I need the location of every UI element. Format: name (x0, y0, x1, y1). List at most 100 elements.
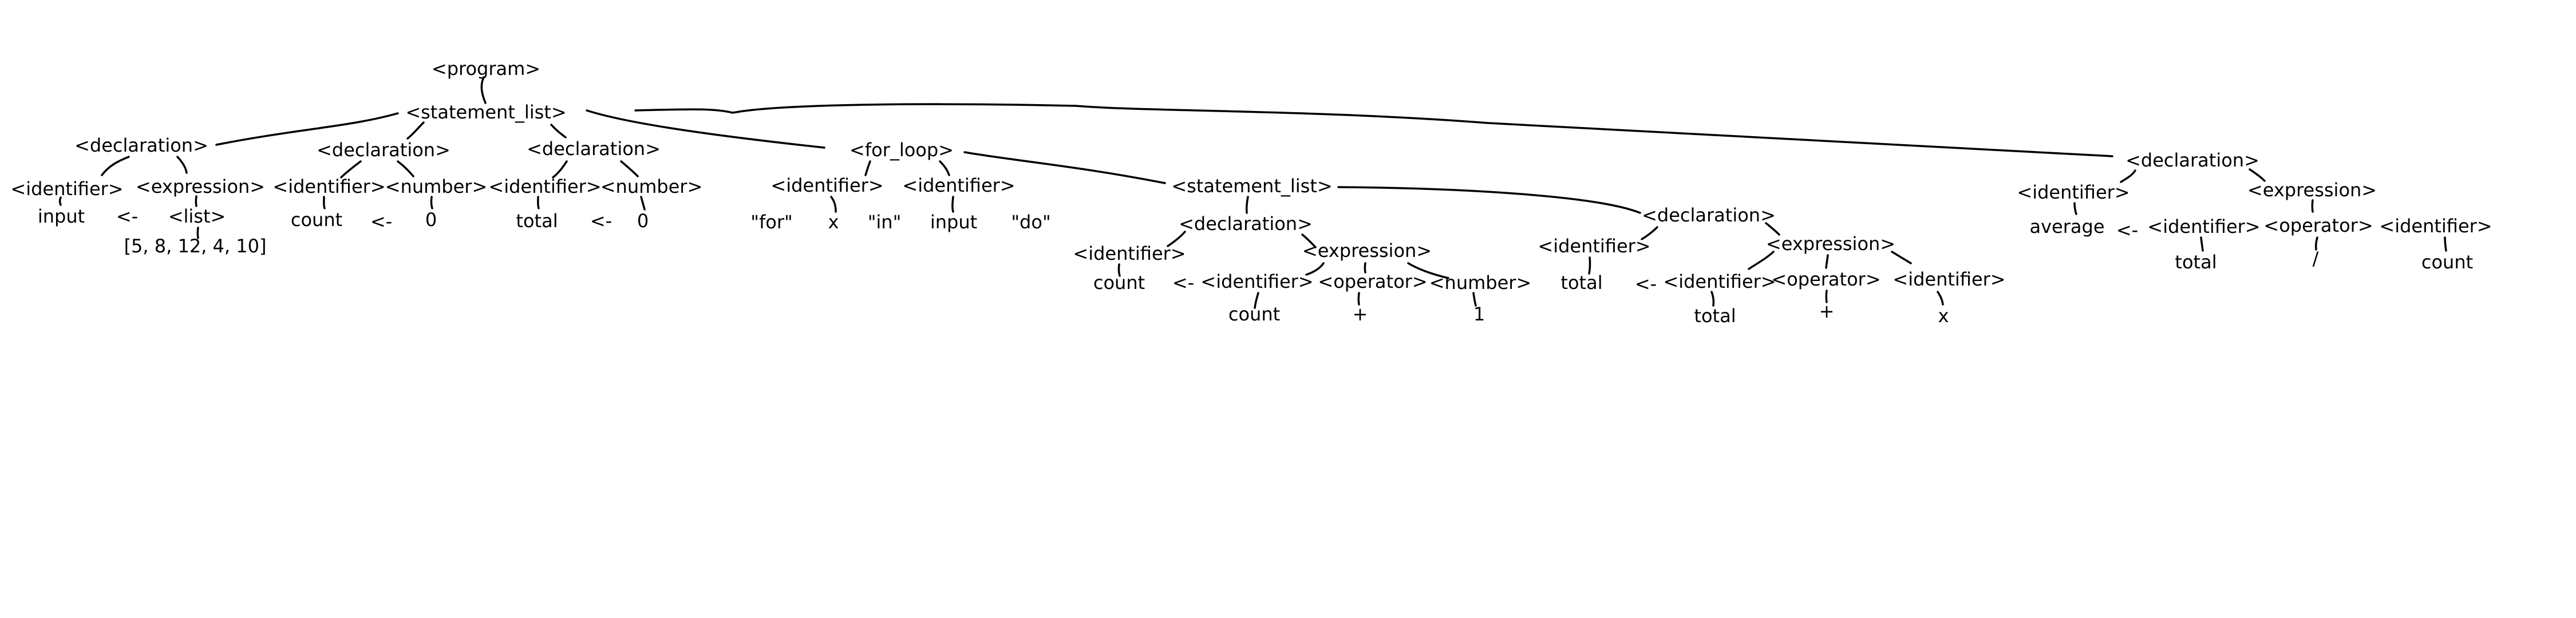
node-decl-b-name: total (1560, 272, 1602, 294)
edge-for-loop-statement-list (963, 151, 1166, 184)
edge-expr-a-identifier-count (1254, 292, 1259, 309)
edge-statement-list-for-loop (586, 109, 825, 149)
node-decl3-arrow: <- (590, 210, 612, 232)
node-expr-4-operator: <operator> (2263, 215, 2373, 236)
edge-decl3-number (620, 160, 639, 177)
node-decl2-identifier: <identifier> (272, 176, 385, 197)
edge-expr-b-operator-plus (1825, 290, 1828, 303)
edge-decl1-list-value (196, 227, 199, 239)
node-expr-a-number-value: 1 (1473, 303, 1485, 325)
edge-expr-b-identifier (1748, 251, 1775, 270)
node-decl-a-arrow: <- (1172, 272, 1194, 294)
edge-decl-b-identifier-total (1588, 256, 1591, 275)
node-expr-4-identifier: <identifier> (2147, 216, 2260, 237)
node-program: <program> (432, 58, 540, 80)
node-for-var-name: x (828, 211, 839, 233)
edge-decl3-number-value (640, 196, 646, 211)
edge-statement-list-decl3 (550, 124, 567, 138)
node-decl2-number: <number> (385, 176, 488, 197)
node-inner-statement-list: <statement_list> (1171, 175, 1332, 197)
node-statement-list: <statement_list> (405, 101, 566, 123)
edge-decl2-identifier (340, 160, 362, 179)
node-expr-4-identifier-name: total (2175, 251, 2217, 273)
node-decl1-list-value: [5, 8, 12, 4, 10] (124, 235, 267, 257)
node-expr-4-identifier-2: <identifier> (2379, 215, 2492, 237)
node-decl1-expression: <expression> (136, 176, 265, 197)
node-for-iter-identifier: <identifier> (902, 175, 1015, 196)
edge-decl2-identifier-count (323, 196, 326, 209)
node-decl2: <declaration> (317, 139, 451, 161)
edge-expr-a-operator-plus (1357, 292, 1360, 306)
edge-expr-4-identifier-total (2200, 236, 2204, 252)
edge-statement-list-decl1 (215, 112, 399, 146)
node-decl1: <declaration> (74, 134, 208, 156)
node-in-keyword: "in" (868, 211, 902, 233)
node-decl-a-name: count (1093, 272, 1145, 294)
node-expr-b-operator: <operator> (1771, 268, 1880, 290)
edge-inner-stmt-list-decl-b (1337, 186, 1641, 214)
node-expr-4-op: / (2313, 248, 2319, 270)
node-for-iter-name: input (930, 211, 977, 233)
edge-decl2-number (397, 160, 414, 177)
node-expr-a-op: + (1353, 303, 1368, 325)
node-for-var-identifier: <identifier> (771, 175, 883, 196)
node-decl-b-expression: <expression> (1766, 233, 1895, 255)
node-decl3-number: <number> (600, 176, 703, 197)
edge-decl1-identifier-input (58, 196, 62, 206)
node-decl1-identifier: <identifier> (10, 178, 123, 200)
edge-decl4-identifier-average (2073, 202, 2077, 215)
node-expr-b-identifier-2: <identifier> (1893, 268, 2005, 290)
edge-decl1-identifier (101, 156, 130, 176)
edge-expr-4-operator (2311, 199, 2314, 213)
node-for-loop: <for_loop> (850, 139, 954, 161)
node-expr-b-identifier: <identifier> (1663, 271, 1776, 292)
edge-decl-b-expression (1765, 222, 1780, 236)
tree-nodes: <program> <statement_list> <declaration>… (10, 58, 2492, 327)
node-expr-a-operator: <operator> (1318, 271, 1427, 292)
edge-expr-4-identifier-count (2444, 236, 2447, 252)
edge-decl-a-identifier (1167, 231, 1186, 247)
edge-statement-list-decl2 (406, 121, 425, 140)
node-expr-a-identifier: <identifier> (1200, 271, 1313, 292)
node-decl-a-identifier: <identifier> (1073, 243, 1186, 264)
node-expr-b-identifier-name: total (1694, 305, 1736, 327)
edge-expr-b-identifier-x (1937, 291, 1944, 306)
node-decl2-arrow: <- (370, 211, 392, 232)
edge-for-loop-identifier-2 (939, 160, 950, 176)
edge-expr-b-identifier-2 (1891, 251, 1912, 264)
node-decl-b: <declaration> (1642, 204, 1776, 226)
tree-edges (58, 76, 2447, 309)
edge-decl1-expression (176, 156, 188, 174)
edge-decl-b-identifier (1641, 226, 1658, 240)
edge-statement-list-decl4 (634, 103, 2113, 157)
node-decl-b-arrow: <- (1635, 273, 1657, 295)
node-decl4-name: average (2030, 216, 2105, 237)
node-decl4-identifier: <identifier> (2017, 181, 2129, 203)
edge-decl2-number-value (430, 196, 433, 209)
edge-decl3-identifier-total (537, 196, 540, 209)
node-decl2-value: 0 (425, 209, 437, 231)
edge-expr-b-operator (1825, 254, 1829, 269)
node-for-keyword: "for" (750, 211, 792, 233)
node-decl-b-identifier: <identifier> (1538, 235, 1650, 257)
node-decl2-name: count (291, 209, 342, 231)
node-expr-a-identifier-name: count (1228, 303, 1280, 325)
edge-decl3-identifier (552, 160, 568, 179)
edge-expr-a-identifier (1305, 262, 1325, 276)
edge-expr-a-number-one (1472, 292, 1477, 307)
node-expr-a-number: <number> (1429, 272, 1532, 294)
edge-decl4-identifier (2120, 169, 2136, 183)
node-do-keyword: "do" (1011, 211, 1050, 233)
edge-decl-a-identifier-count (1117, 263, 1121, 277)
node-decl4-arrow: <- (2116, 219, 2138, 241)
node-decl4: <declaration> (2125, 149, 2259, 171)
edge-expr-b-identifier-total (1710, 291, 1715, 307)
node-decl3-name: total (516, 210, 558, 232)
node-decl3-value: 0 (637, 210, 649, 232)
edge-for-loop-identifier (864, 160, 871, 176)
node-decl1-arrow: <- (116, 205, 138, 227)
node-expr-b-identifier-2-name: x (1938, 305, 1949, 327)
node-decl3-identifier: <identifier> (488, 176, 601, 197)
edge-expr-a-number (1407, 262, 1449, 279)
